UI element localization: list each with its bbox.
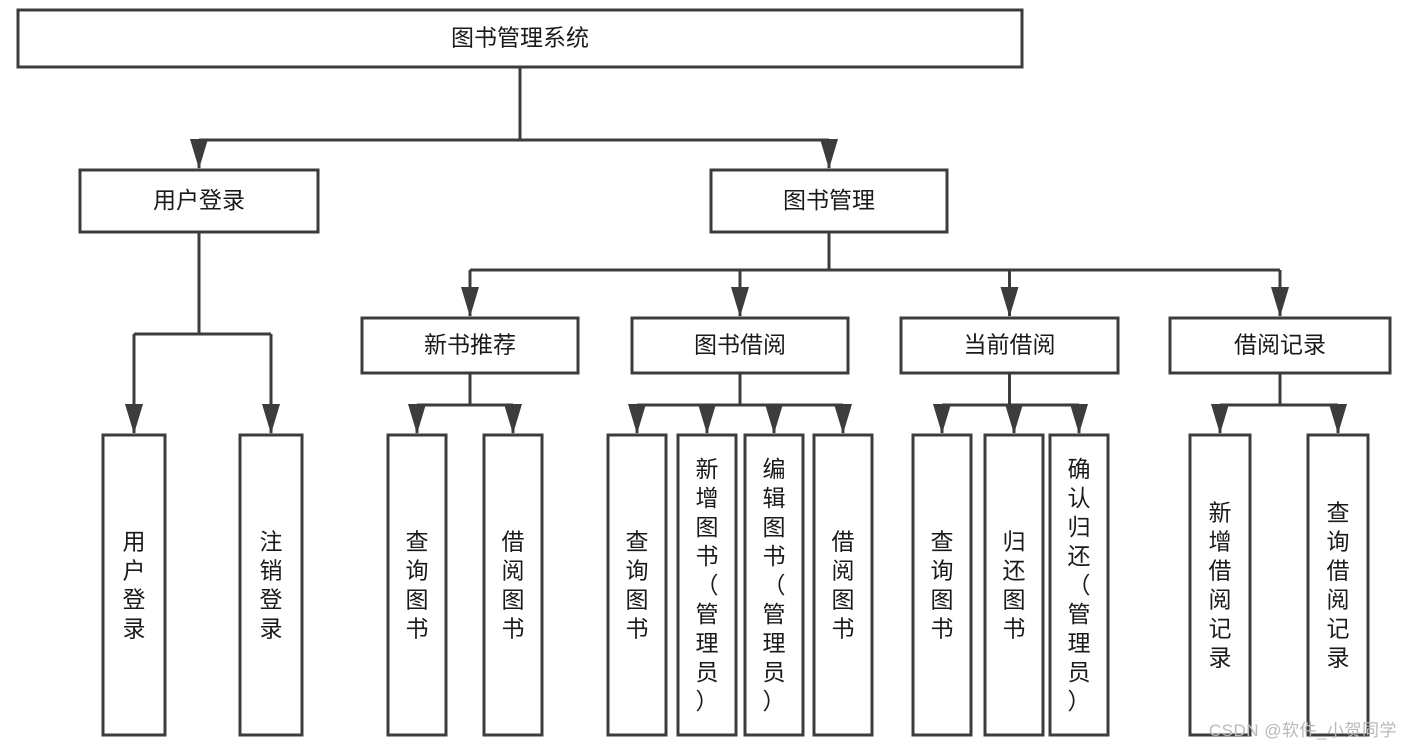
node-box — [386, 433, 448, 737]
node-label: 确认归还（管理员） — [1068, 456, 1091, 714]
arrow-head-icon — [1070, 404, 1088, 434]
arrow-head-icon — [461, 287, 479, 317]
arrow-head-icon — [933, 404, 951, 434]
node-level3-0[interactable]: 新书推荐 — [360, 316, 580, 375]
arrow-head-icon — [731, 287, 749, 317]
arrow-head-icon — [1329, 404, 1347, 434]
arrow-head-icon — [408, 404, 426, 434]
node-leaf-4[interactable]: 查询图书 — [606, 433, 668, 737]
node-box — [630, 316, 850, 375]
arrow-head-icon — [504, 404, 522, 434]
node-leaf-2[interactable]: 查询图书 — [386, 433, 448, 737]
node-box — [360, 316, 580, 375]
node-label: 新增借阅记录 — [1209, 500, 1232, 671]
node-level3-3[interactable]: 借阅记录 — [1168, 316, 1392, 375]
arrow-head-icon — [1271, 287, 1289, 317]
arrow-head-icon — [834, 404, 852, 434]
node-label: 借阅图书 — [832, 529, 855, 642]
node-box — [812, 433, 874, 737]
arrow-head-icon — [190, 139, 208, 169]
node-label: 编辑图书（管理员） — [763, 456, 786, 714]
node-box — [238, 433, 304, 737]
node-box — [1168, 316, 1392, 375]
node-label: 图书管理系统 — [451, 25, 589, 51]
node-box — [1188, 433, 1252, 737]
node-box — [743, 433, 805, 737]
node-box — [899, 316, 1120, 375]
node-leaf-1[interactable]: 注销登录 — [238, 433, 304, 737]
node-leaf-5[interactable]: 新增图书（管理员） — [676, 433, 738, 737]
node-box — [606, 433, 668, 737]
node-label: 图书借阅 — [694, 332, 786, 358]
arrow-head-icon — [1211, 404, 1229, 434]
node-leaf-9[interactable]: 归还图书 — [983, 433, 1045, 737]
arrow-head-icon — [1005, 404, 1023, 434]
arrow-head-icon — [698, 404, 716, 434]
node-leaf-7[interactable]: 借阅图书 — [812, 433, 874, 737]
node-leaf-11[interactable]: 新增借阅记录 — [1188, 433, 1252, 737]
nodes-layer: 图书管理系统用户登录图书管理新书推荐图书借阅当前借阅借阅记录用户登录注销登录查询… — [16, 8, 1392, 737]
node-leaf-12[interactable]: 查询借阅记录 — [1306, 433, 1370, 737]
node-leaf-6[interactable]: 编辑图书（管理员） — [743, 433, 805, 737]
arrow-head-icon — [125, 404, 143, 434]
node-leaf-10[interactable]: 确认归还（管理员） — [1048, 433, 1110, 737]
node-box — [16, 8, 1024, 69]
node-box — [1306, 433, 1370, 737]
node-box — [709, 168, 949, 234]
arrow-head-icon — [628, 404, 646, 434]
node-leaf-8[interactable]: 查询图书 — [911, 433, 973, 737]
node-label: 查询借阅记录 — [1327, 500, 1350, 671]
node-label: 新增图书（管理员） — [696, 456, 719, 714]
node-box — [983, 433, 1045, 737]
node-level3-2[interactable]: 当前借阅 — [899, 316, 1120, 375]
node-label: 用户登录 — [153, 187, 245, 213]
connectors-layer — [125, 67, 1347, 434]
node-label: 借阅图书 — [502, 529, 525, 642]
node-label: 注销登录 — [260, 529, 283, 642]
node-label: 查询图书 — [626, 529, 649, 642]
arrow-head-icon — [1000, 287, 1019, 317]
node-level2-1[interactable]: 图书管理 — [709, 168, 949, 234]
node-root[interactable]: 图书管理系统 — [16, 8, 1024, 69]
arrow-head-icon — [820, 139, 838, 169]
node-label: 借阅记录 — [1234, 332, 1326, 358]
node-label: 图书管理 — [783, 187, 875, 213]
node-label: 归还图书 — [1003, 529, 1026, 642]
node-leaf-0[interactable]: 用户登录 — [101, 433, 167, 737]
node-box — [911, 433, 973, 737]
node-box — [676, 433, 738, 737]
node-box — [101, 433, 167, 737]
node-label: 用户登录 — [123, 529, 146, 642]
arrow-head-icon — [262, 404, 280, 434]
node-level3-1[interactable]: 图书借阅 — [630, 316, 850, 375]
node-label: 查询图书 — [406, 529, 429, 642]
node-leaf-3[interactable]: 借阅图书 — [482, 433, 544, 737]
node-box — [1048, 433, 1110, 737]
node-box — [482, 433, 544, 737]
node-label: 新书推荐 — [424, 332, 516, 358]
node-label: 当前借阅 — [964, 332, 1056, 358]
arrow-head-icon — [765, 404, 783, 434]
node-label: 查询图书 — [931, 529, 954, 642]
node-level2-0[interactable]: 用户登录 — [78, 168, 320, 234]
node-box — [78, 168, 320, 234]
